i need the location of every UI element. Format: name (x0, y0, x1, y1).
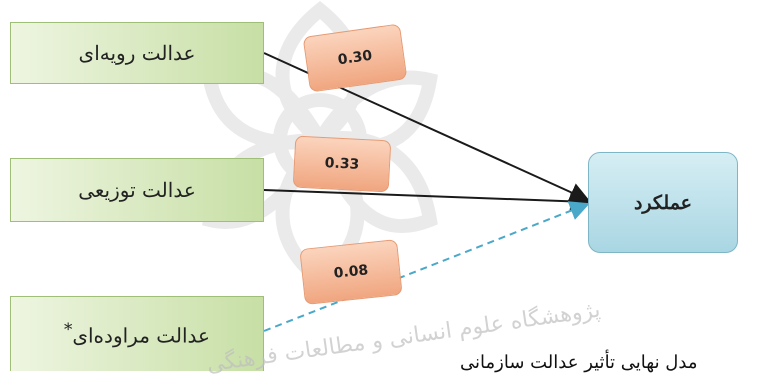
node-distributive-label: عدالت توزیعی (78, 178, 196, 202)
node-procedural-label: عدالت رویه‌ای (78, 41, 196, 65)
coef-distributive: 0.33 (292, 135, 392, 193)
path-distributive-performance (263, 189, 590, 212)
path-interactional-performance (263, 201, 590, 332)
node-interactional-label: عدالت مراوده‌ای* (64, 320, 210, 348)
caption-fragment: مدل نهایی تأثیر عدالت سازمانی (460, 352, 698, 373)
significance-mark: * (64, 320, 73, 340)
coef-interactional: 0.08 (299, 239, 403, 305)
node-interactional-justice: عدالت مراوده‌ای* (10, 296, 264, 371)
node-distributive-justice: عدالت توزیعی (10, 158, 264, 222)
node-performance-label: عملکرد (633, 191, 693, 214)
node-procedural-justice: عدالت رویه‌ای (10, 22, 264, 84)
node-performance: عملکرد (588, 152, 738, 253)
